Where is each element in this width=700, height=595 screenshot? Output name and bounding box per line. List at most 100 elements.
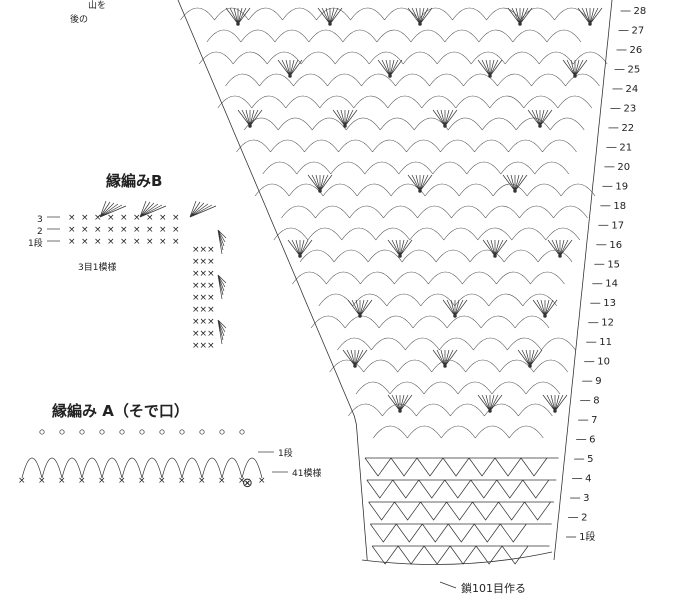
mesh-row [206, 29, 582, 43]
corner-note-line-1: 山を [88, 0, 106, 11]
mesh-row [273, 227, 581, 241]
triangle-band [368, 501, 554, 521]
pattern-b-title: 縁編みB [106, 172, 162, 190]
mesh-row [254, 183, 596, 197]
pattern-b: 縁編みB 3 2 1段 3目1模様 ××××××××××××××××××××××… [28, 172, 227, 351]
cluster-base [328, 22, 332, 26]
pa-arches [21, 457, 263, 479]
mesh-row [281, 205, 588, 219]
mesh-row [299, 249, 573, 263]
mesh-row [292, 271, 565, 285]
pb-x-column: ××× [192, 245, 215, 255]
pb-x-mark: × [172, 237, 180, 247]
cluster-base [318, 189, 322, 193]
cluster-base [543, 314, 547, 318]
shell-cluster [517, 349, 543, 367]
cluster-base [573, 74, 577, 78]
cluster-base [538, 124, 542, 128]
pa-picot [139, 429, 145, 435]
row-label-18: 18 [613, 201, 626, 212]
pb-x-column: ××× [192, 329, 215, 339]
pattern-b-repeat-note: 3目1模様 [78, 261, 116, 273]
row-label-6: 6 [589, 435, 595, 446]
pattern-a-start: 41模様 [292, 467, 321, 479]
shell-cluster [432, 349, 458, 367]
pb-x-column: ××× [192, 305, 215, 315]
cluster-base [553, 409, 557, 413]
pa-x-mark: × [58, 476, 66, 486]
pattern-b-stitches: ××××××××××××××××××××××××××××××××××××××××… [47, 200, 227, 351]
pattern-b-row-3: 3 [37, 215, 43, 225]
pattern-a-title: 縁編み A（そで口） [52, 402, 189, 420]
pb-x-column: ××× [192, 317, 215, 327]
row-label-25: 25 [627, 64, 640, 75]
row-label-9: 9 [595, 376, 601, 387]
mesh-row [310, 315, 550, 329]
shell-cluster [225, 7, 251, 25]
shell-cluster [532, 299, 558, 317]
corner-note: 山を 後の [70, 0, 106, 25]
pb-x-mark: × [120, 225, 128, 235]
cluster-base [558, 254, 562, 258]
foundation-note: 鎖101目作る [461, 581, 526, 595]
row-label-11: 11 [599, 337, 612, 348]
pb-side-fan [217, 319, 227, 345]
shell-cluster [287, 239, 313, 257]
pb-side-fan [217, 274, 227, 300]
pa-picot [39, 429, 45, 435]
pb-x-mark: × [172, 213, 180, 223]
row-label-7: 7 [591, 415, 597, 426]
pattern-b-row-1: 1段 [28, 237, 43, 249]
shell-cluster [507, 7, 533, 25]
shell-cluster [502, 174, 528, 192]
pa-picot [59, 429, 65, 435]
mesh-row [225, 73, 600, 87]
cluster-base [418, 22, 422, 26]
pb-x-mark: × [120, 213, 128, 223]
fan-bottom-edge [361, 551, 553, 565]
cluster-base [588, 22, 592, 26]
mesh-row [373, 425, 544, 439]
pb-x-mark: × [81, 237, 89, 247]
pa-picot [179, 429, 185, 435]
cluster-base [493, 254, 497, 258]
pa-picot [199, 429, 205, 435]
pb-fan [99, 200, 127, 218]
pa-x-mark: × [38, 476, 46, 486]
shell-cluster [347, 299, 373, 317]
pb-x-mark: × [107, 225, 115, 235]
pa-x-mark: × [18, 476, 26, 486]
pa-x-mark: × [198, 476, 206, 486]
shell-cluster [477, 394, 503, 412]
shell-cluster [342, 349, 368, 367]
shell-cluster [542, 394, 568, 412]
pb-x-column: ××× [192, 269, 215, 279]
cluster-base [298, 254, 302, 258]
pb-x-mark: × [107, 237, 115, 247]
shell-cluster [577, 7, 603, 25]
mesh-row [217, 95, 593, 109]
row-label-27: 27 [632, 25, 645, 36]
cluster-base [236, 22, 240, 26]
pa-picot [79, 429, 85, 435]
shell-cluster [547, 239, 573, 257]
fan-right-edge [553, 0, 613, 561]
cluster-base [513, 189, 517, 193]
cluster-base [488, 409, 492, 413]
cluster-base [398, 409, 402, 413]
pb-fan [139, 200, 167, 218]
row-label-2: 2 [581, 513, 587, 524]
pattern-a-row-1: 1段 [278, 447, 293, 459]
shell-cluster [407, 7, 433, 25]
fan-outline [177, 0, 613, 565]
row-label-13: 13 [603, 298, 616, 309]
shell-cluster [332, 109, 358, 127]
pb-side-fan [217, 229, 227, 255]
pa-x-mark: × [78, 476, 86, 486]
pb-x-mark: × [94, 237, 102, 247]
pb-x-mark: × [94, 213, 102, 223]
row-label-17: 17 [611, 220, 624, 231]
triangle-band [366, 479, 557, 499]
row-label-1: 1段 [579, 530, 595, 543]
pb-x-column: ××× [192, 257, 215, 267]
